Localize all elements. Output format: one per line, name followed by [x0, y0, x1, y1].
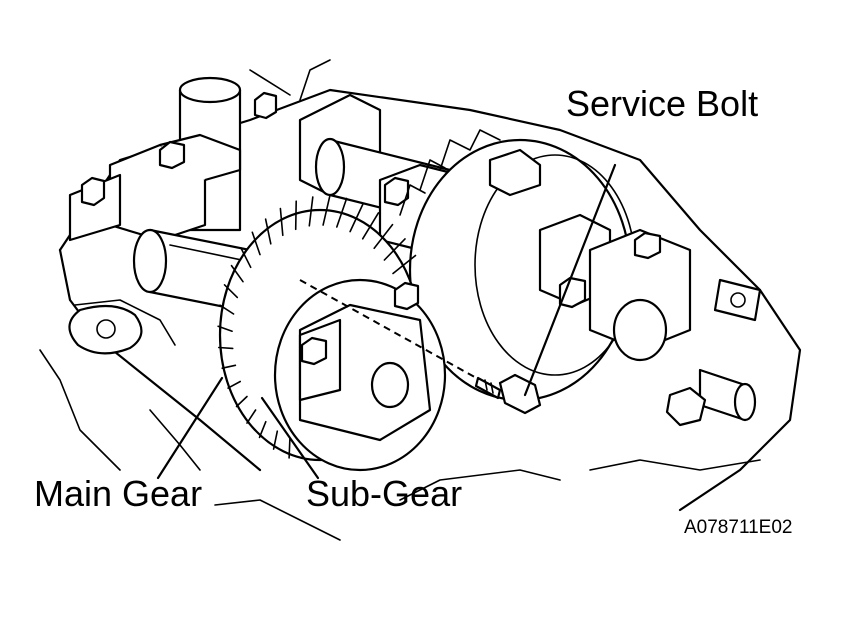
gear-tooth: [235, 395, 248, 408]
right-bearing-cap: [588, 228, 762, 427]
gear-tooth: [349, 203, 364, 233]
leader-lines: [156, 163, 617, 480]
gear-tooth: [272, 430, 279, 450]
gear-tooth: [230, 264, 244, 283]
figure-code: A078711E02: [684, 517, 793, 538]
gear-tooth: [227, 380, 241, 389]
gear-tooth: [279, 207, 284, 237]
cylinder-head: [39, 59, 802, 541]
gear-tooth: [308, 196, 314, 227]
gear-tooth: [336, 197, 348, 228]
service-bolt-label: Service Bolt: [566, 83, 759, 124]
gear-tooth: [223, 284, 239, 299]
gear-tooth: [361, 212, 380, 240]
left-bearing-cap: [68, 91, 278, 242]
gear-tooth: [221, 364, 237, 369]
gear-tooth: [392, 254, 417, 275]
gear-tooth: [240, 247, 252, 269]
cam-timing-sprocket: [399, 129, 636, 402]
gear-tooth: [373, 223, 394, 250]
gear-tooth: [288, 437, 291, 459]
gear-tooth: [383, 238, 406, 261]
gear-tooth: [251, 231, 261, 256]
gear-tooth: [258, 420, 267, 439]
gear-tooth: [246, 409, 257, 424]
main-gear-teeth: [217, 195, 417, 459]
main-gear-label: Main Gear: [34, 473, 203, 514]
sub-gear-label: Sub-Gear: [306, 473, 463, 514]
gear-tooth: [219, 304, 235, 315]
gear-tooth: [322, 195, 331, 226]
gear-tooth: [294, 200, 297, 231]
gear-tooth: [264, 218, 272, 245]
gear-tooth: [218, 346, 234, 350]
sub-gear: [273, 278, 447, 472]
gear-tooth: [217, 325, 233, 332]
